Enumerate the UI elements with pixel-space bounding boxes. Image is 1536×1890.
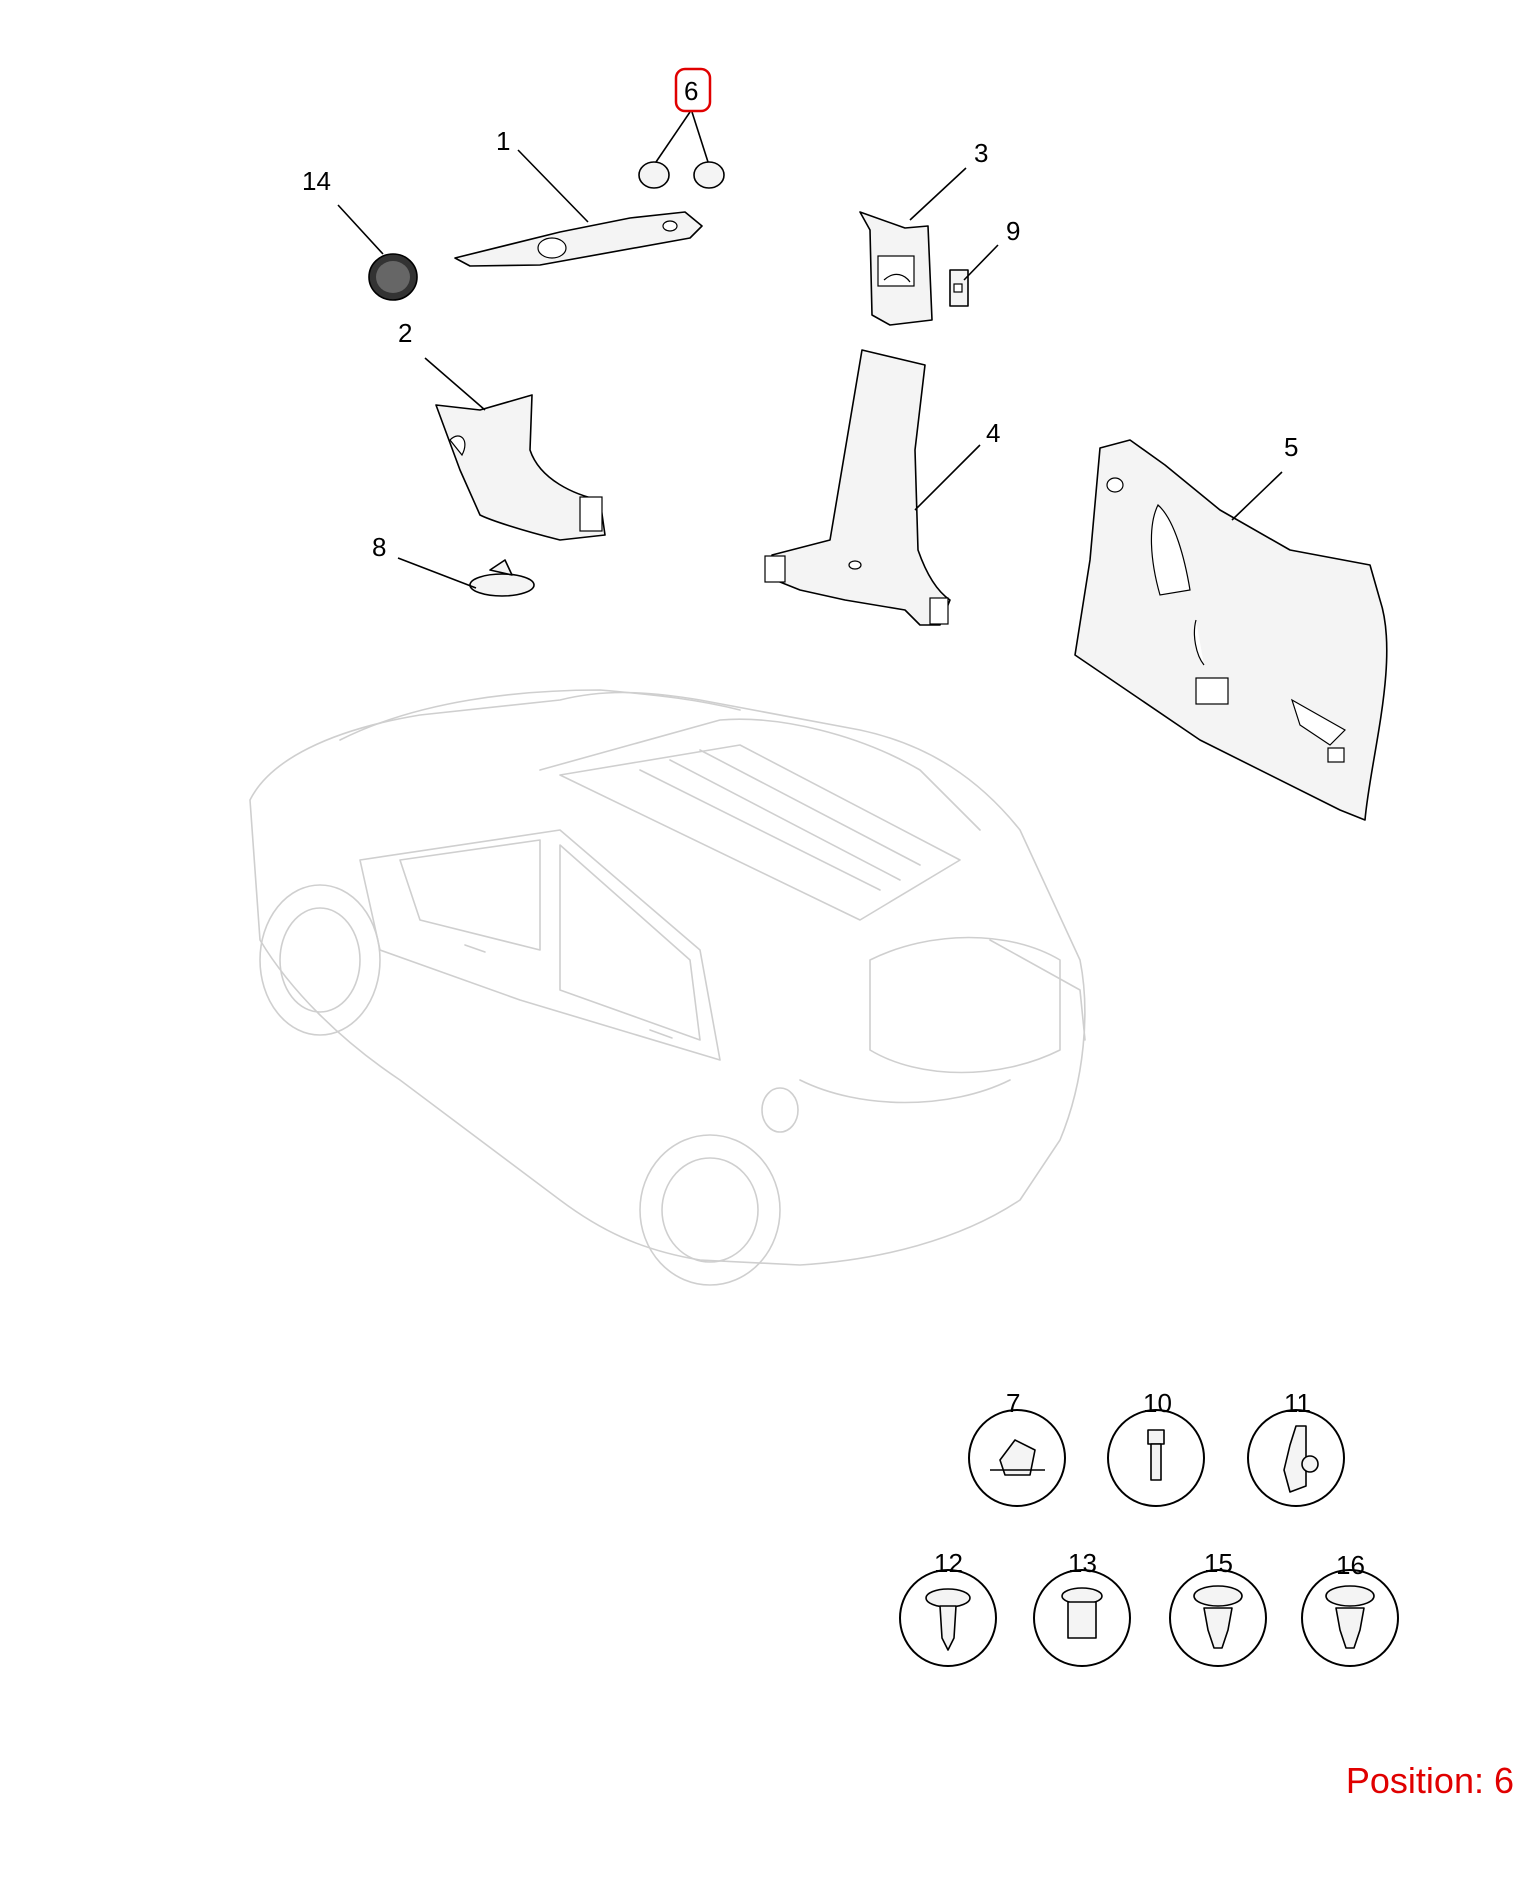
callout-15: 15 bbox=[1204, 1548, 1233, 1578]
callout-3: 3 bbox=[974, 138, 988, 168]
part-6-caps bbox=[638, 161, 725, 189]
position-label: Position: 6 bbox=[1345, 1760, 1514, 1801]
part-2-a-pillar-lower bbox=[435, 394, 606, 541]
callout-1: 1 bbox=[496, 126, 510, 156]
leader-9 bbox=[963, 244, 999, 281]
callout-8: 8 bbox=[372, 532, 386, 562]
fastener-13 bbox=[1033, 1569, 1131, 1667]
part-5-quarter-trim bbox=[1074, 439, 1388, 821]
part-9-tag bbox=[949, 269, 969, 307]
leader-6b bbox=[691, 111, 709, 163]
callout-13: 13 bbox=[1068, 1548, 1097, 1578]
callout-10: 10 bbox=[1143, 1388, 1172, 1418]
callout-16: 16 bbox=[1336, 1550, 1365, 1580]
callout-6: 6 bbox=[684, 76, 698, 106]
part-4-b-pillar-lower bbox=[764, 349, 951, 626]
part-1-a-pillar-upper bbox=[454, 211, 703, 267]
callout-6-highlight-box bbox=[674, 67, 712, 113]
fastener-7 bbox=[968, 1409, 1066, 1507]
callout-7: 7 bbox=[1006, 1388, 1020, 1418]
leader-6a bbox=[655, 111, 691, 163]
fastener-16 bbox=[1301, 1569, 1399, 1667]
leader-3 bbox=[909, 167, 967, 221]
part-3-b-pillar-upper bbox=[859, 211, 933, 326]
fastener-15 bbox=[1169, 1569, 1267, 1667]
leader-1 bbox=[517, 149, 589, 223]
leader-5 bbox=[1231, 471, 1283, 521]
callout-5: 5 bbox=[1284, 432, 1298, 462]
leader-14 bbox=[337, 204, 384, 255]
callout-4: 4 bbox=[986, 418, 1000, 448]
part-8-clip bbox=[469, 559, 535, 597]
callout-12: 12 bbox=[934, 1548, 963, 1578]
callout-11: 11 bbox=[1284, 1388, 1311, 1418]
fastener-11 bbox=[1247, 1409, 1345, 1507]
fastener-12 bbox=[899, 1569, 997, 1667]
part-14-grille bbox=[368, 253, 418, 301]
vehicle-outline bbox=[249, 689, 1086, 1286]
fastener-10 bbox=[1107, 1409, 1205, 1507]
leader-8 bbox=[397, 557, 477, 589]
leader-4 bbox=[914, 444, 981, 511]
leader-2 bbox=[424, 357, 486, 411]
callout-9: 9 bbox=[1006, 216, 1020, 246]
callout-14: 14 bbox=[302, 166, 331, 196]
callout-2: 2 bbox=[398, 318, 412, 348]
